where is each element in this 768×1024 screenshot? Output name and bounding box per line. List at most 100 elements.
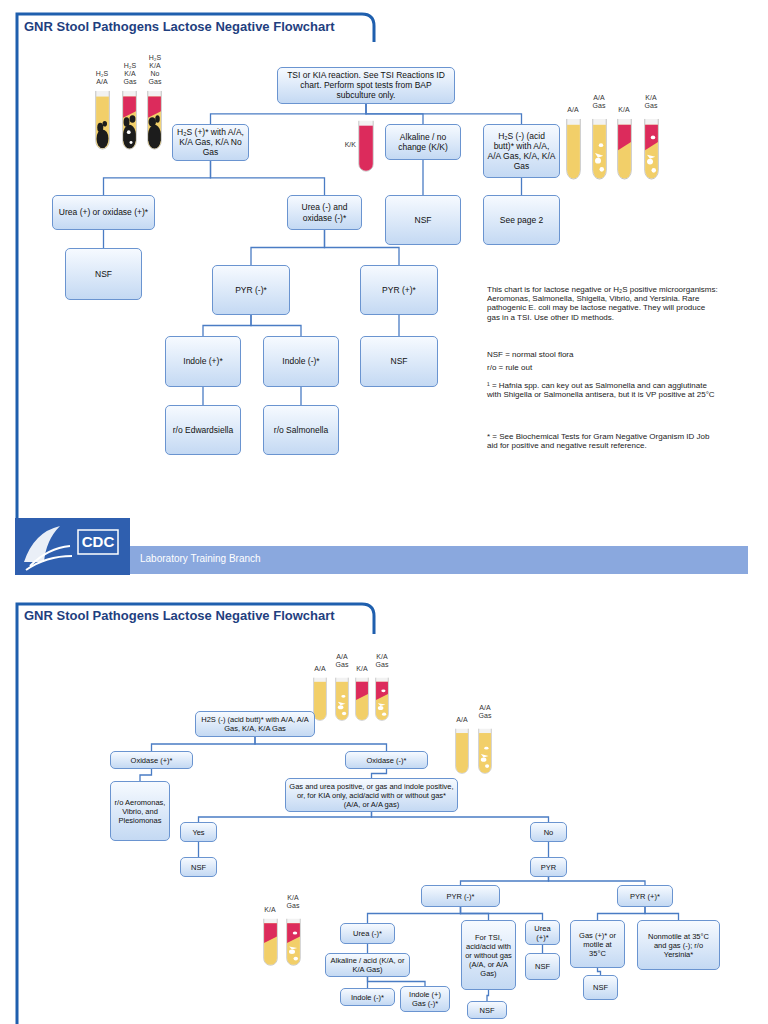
connector — [549, 877, 646, 885]
process-box: For TSI, acid/acid with or without gas (… — [461, 920, 516, 990]
connector — [366, 104, 522, 124]
box-text: NSF — [480, 1006, 495, 1015]
connector — [542, 945, 543, 953]
note-text: NSF = normal stool flora — [487, 350, 719, 359]
box-text: NSF — [191, 863, 206, 872]
process-box: PYR (+)* — [617, 885, 673, 907]
connector — [598, 968, 601, 975]
process-box: Gas (+)* or motile at 35°C — [570, 920, 625, 968]
connector — [487, 990, 489, 1001]
box-text: r/o Edwardsiella — [173, 425, 233, 435]
process-box: Urea (-)* — [340, 923, 395, 944]
connector — [548, 842, 549, 857]
process-box: Oxidase (-)* — [345, 751, 428, 769]
process-box: PYR (-)* — [421, 885, 500, 907]
box-text: r/o Aeromonas, Vibrio, and Plesiomonas — [114, 798, 166, 825]
box-text: NSF — [391, 356, 408, 366]
box-text: Indole (-)* — [282, 356, 319, 366]
box-text: Oxidase (-)* — [366, 756, 406, 765]
box-text: PYR (+)* — [630, 892, 660, 901]
process-box: NSF — [360, 336, 438, 387]
tube-label: A/A Gas — [589, 94, 609, 110]
process-box: TSI or KIA reaction. See TSI Reactions I… — [277, 67, 455, 104]
tube-label: A/A — [452, 716, 472, 724]
box-text: Urea (+)* — [529, 924, 556, 942]
box-text: Gas (+)* or motile at 35°C — [574, 931, 621, 958]
process-box: PYR — [530, 857, 567, 877]
connector — [372, 812, 549, 822]
box-text: No — [544, 828, 554, 837]
page-title: GNR Stool Pathogens Lactose Negative Flo… — [24, 19, 335, 34]
box-text: Indole (+) Gas (-)* — [404, 990, 446, 1008]
box-text: H₂S (-) (acid butt)* with A/A, A/A Gas, … — [487, 131, 556, 172]
note-text: This chart is for lactose negative or H₂… — [487, 285, 719, 322]
process-box: NSF — [385, 195, 461, 245]
note-text: ¹ = Hafnia spp. can key out as Salmonell… — [487, 381, 719, 399]
process-box: Indole (-)* — [263, 336, 339, 387]
process-box: H₂S (-) (acid butt)* with A/A, A/A Gas, … — [483, 124, 560, 178]
tube-label: H₂S A/A — [91, 70, 113, 86]
tube-label: K/A — [614, 106, 634, 114]
connector — [199, 812, 372, 822]
box-text: NSF — [415, 215, 432, 225]
tube-label: K/A — [352, 665, 372, 673]
box-text: Gas and urea positive, or gas and indole… — [289, 782, 454, 809]
process-box: NSF — [467, 1001, 507, 1019]
connector — [461, 907, 543, 920]
tube-label: K/A Gas — [641, 94, 661, 110]
process-box: Gas and urea positive, or gas and indole… — [285, 778, 458, 812]
box-text: H2S (-) (acid butt)* with A/A, A/A Gas, … — [199, 715, 311, 733]
tube-label: K/A Gas — [372, 653, 392, 669]
connector — [521, 178, 522, 195]
tube-label: H₂S K/A Gas — [120, 62, 140, 86]
connector — [211, 104, 367, 124]
process-box: r/o Edwardsiella — [165, 405, 241, 455]
process-box: No — [530, 822, 567, 842]
box-text: See page 2 — [500, 215, 543, 225]
connector — [398, 315, 399, 336]
tube-label: A/A Gas — [332, 653, 352, 669]
connector — [255, 737, 387, 751]
tube-label: A/A — [310, 665, 330, 673]
box-text: Alkaline / no change (K/K) — [389, 132, 457, 152]
page-title: GNR Stool Pathogens Lactose Negative Flo… — [24, 609, 384, 624]
tube-label: K/A Gas — [283, 894, 303, 910]
connector — [251, 315, 301, 336]
box-text: PYR (-)* — [447, 892, 475, 901]
connector — [203, 315, 251, 336]
box-text: NSF — [593, 983, 608, 992]
process-box: Urea (-) and oxidase (-)* — [287, 195, 362, 230]
box-text: For TSI, acid/acid with or without gas (… — [465, 933, 512, 978]
box-text: Alkaline / acid (K/A, or K/A Gas) — [329, 956, 406, 974]
box-text: Nonmotile at 35°C and gas (-); r/o Yersi… — [641, 932, 716, 959]
box-text: Indole (+)* — [183, 356, 222, 366]
box-text: NSF — [95, 269, 112, 279]
note-text: r/o = rule out — [487, 363, 719, 372]
box-text: Oxidase (+)* — [131, 756, 173, 765]
process-box: Oxidase (+)* — [110, 751, 193, 769]
process-box: H2S (-) (acid butt)* with A/A, A/A Gas, … — [195, 711, 315, 737]
connector — [104, 161, 211, 195]
box-text: H₂S (+)* with A/A, K/A Gas, K/A No Gas — [176, 127, 245, 158]
box-text: NSF — [535, 962, 550, 971]
box-text: r/o Salmonella — [274, 425, 328, 435]
connector — [198, 842, 199, 857]
connector — [300, 387, 301, 405]
process-box: Alkaline / no change (K/K) — [385, 124, 461, 160]
tube-label: A/A Gas — [475, 704, 495, 720]
tube-label: H₂S K/A No Gas — [146, 54, 164, 86]
process-box: PYR (+)* — [360, 265, 438, 315]
box-text: Urea (-)* — [353, 929, 382, 938]
connector — [103, 230, 104, 248]
connector — [251, 230, 325, 265]
connector — [598, 907, 646, 920]
tube-label: K/A — [260, 906, 280, 914]
process-box: Alkaline / acid (K/A, or K/A Gas) — [325, 953, 410, 977]
process-box: Urea (+) or oxidase (+)* — [52, 195, 155, 230]
box-text: Urea (-) and oxidase (-)* — [291, 202, 358, 222]
tube-label: K/K — [337, 141, 356, 149]
connector — [422, 160, 423, 195]
